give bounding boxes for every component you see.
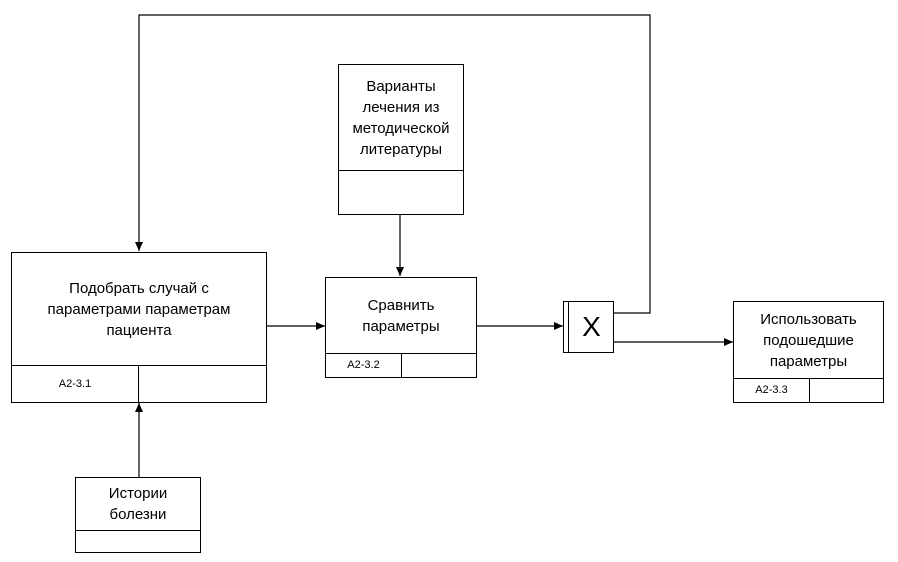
- feedback-arrow: [135, 14, 651, 314]
- junction-x: X: [563, 301, 614, 353]
- junction-x-symbol: X: [582, 311, 601, 342]
- box-use-params-id: А2-3.3: [734, 378, 810, 402]
- box-treatment-options-label: Варианты лечения из методической литерат…: [339, 65, 463, 171]
- box-treatment-options: Варианты лечения из методической литерат…: [338, 64, 464, 215]
- box-select-case: Подобрать случай с параметрами параметра…: [11, 252, 267, 403]
- box-compare-id: А2-3.2: [326, 353, 402, 377]
- box-case-histories-label: Истории болезни: [76, 478, 200, 531]
- box-select-case-id: А2-3.1: [12, 365, 139, 402]
- box-select-case-label: Подобрать случай с параметрами параметра…: [12, 253, 266, 366]
- box-use-params: Использовать подошедшие параметры А2-3.3: [733, 301, 884, 403]
- box-case-histories: Истории болезни: [75, 477, 201, 553]
- box-compare: Сравнить параметры А2-3.2: [325, 277, 477, 378]
- box-use-params-label: Использовать подошедшие параметры: [734, 302, 883, 379]
- box-compare-label: Сравнить параметры: [326, 278, 476, 354]
